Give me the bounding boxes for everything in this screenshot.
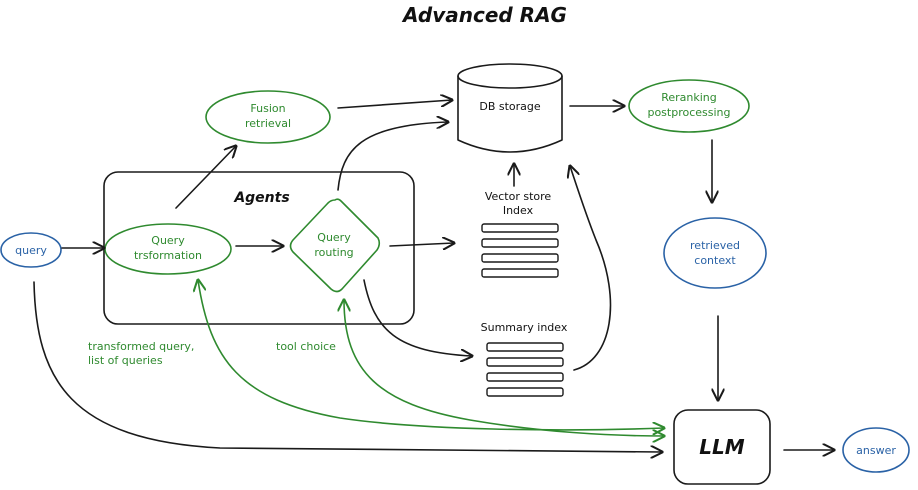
arrow-transformation-to-fusion bbox=[175, 146, 236, 209]
arrow-routing-to-db bbox=[337, 122, 448, 191]
query-routing-node: Query routing bbox=[289, 198, 381, 293]
transformed-query-annotation-line1: transformed query, bbox=[88, 340, 194, 353]
retrieved-context-label-line1: retrieved bbox=[690, 239, 740, 252]
arrow-query-to-llm bbox=[33, 281, 662, 452]
query-routing-label-line2: routing bbox=[314, 246, 353, 259]
vector-index-bar bbox=[481, 238, 559, 248]
answer-label: answer bbox=[856, 444, 896, 457]
arrow-summary-index-to-db bbox=[570, 166, 612, 371]
query-routing-label-line1: Query bbox=[317, 231, 351, 244]
summary-index-bar bbox=[486, 387, 564, 397]
arrow-routing-to-vector-index bbox=[389, 243, 454, 246]
summary-index-label: Summary index bbox=[481, 321, 568, 334]
fusion-retrieval-label-line1: Fusion bbox=[250, 102, 285, 115]
vector-store-index-node: Vector store Index bbox=[481, 190, 559, 278]
db-storage-node: DB storage bbox=[457, 63, 563, 153]
query-transformation-label-line2: trsformation bbox=[134, 249, 202, 262]
reranking-node: Reranking postprocessing bbox=[628, 79, 750, 133]
summary-index-node: Summary index bbox=[481, 321, 568, 397]
vector-index-bar bbox=[481, 268, 559, 278]
reranking-label-line1: Reranking bbox=[661, 91, 717, 104]
query-label: query bbox=[15, 244, 47, 257]
transformed-query-annotation-line2: list of queries bbox=[88, 354, 163, 367]
arrow-llm-transformation-feedback bbox=[198, 280, 664, 430]
vector-store-index-label-line2: Index bbox=[503, 204, 534, 217]
query-node: query bbox=[0, 232, 62, 268]
agents-label: Agents bbox=[233, 190, 289, 206]
arrow-llm-routing-feedback bbox=[344, 300, 664, 436]
answer-node: answer bbox=[842, 427, 910, 473]
llm-label: LLM bbox=[699, 435, 744, 459]
vector-index-bar bbox=[481, 223, 559, 233]
arrow-routing-to-summary-index bbox=[363, 279, 472, 356]
retrieved-context-label-line2: context bbox=[694, 254, 736, 267]
llm-node: LLM bbox=[673, 409, 771, 485]
tool-choice-annotation: tool choice bbox=[276, 340, 336, 353]
summary-index-bar bbox=[486, 372, 564, 382]
reranking-label-line2: postprocessing bbox=[647, 106, 730, 119]
db-storage-label: DB storage bbox=[479, 100, 541, 113]
query-transformation-node: Query trsformation bbox=[104, 223, 232, 275]
vector-index-bar bbox=[481, 253, 559, 263]
summary-index-bar bbox=[486, 357, 564, 367]
agents-container: Agents bbox=[103, 171, 415, 325]
query-transformation-label-line1: Query bbox=[151, 234, 185, 247]
fusion-retrieval-label-line2: retrieval bbox=[245, 117, 291, 130]
arrow-fusion-to-db bbox=[337, 100, 452, 109]
summary-index-bar bbox=[486, 342, 564, 352]
retrieved-context-node: retrieved context bbox=[663, 217, 767, 289]
vector-store-index-label-line1: Vector store bbox=[485, 190, 552, 203]
diagram-title: Advanced RAG bbox=[401, 3, 567, 27]
fusion-retrieval-node: Fusion retrieval bbox=[205, 90, 331, 144]
